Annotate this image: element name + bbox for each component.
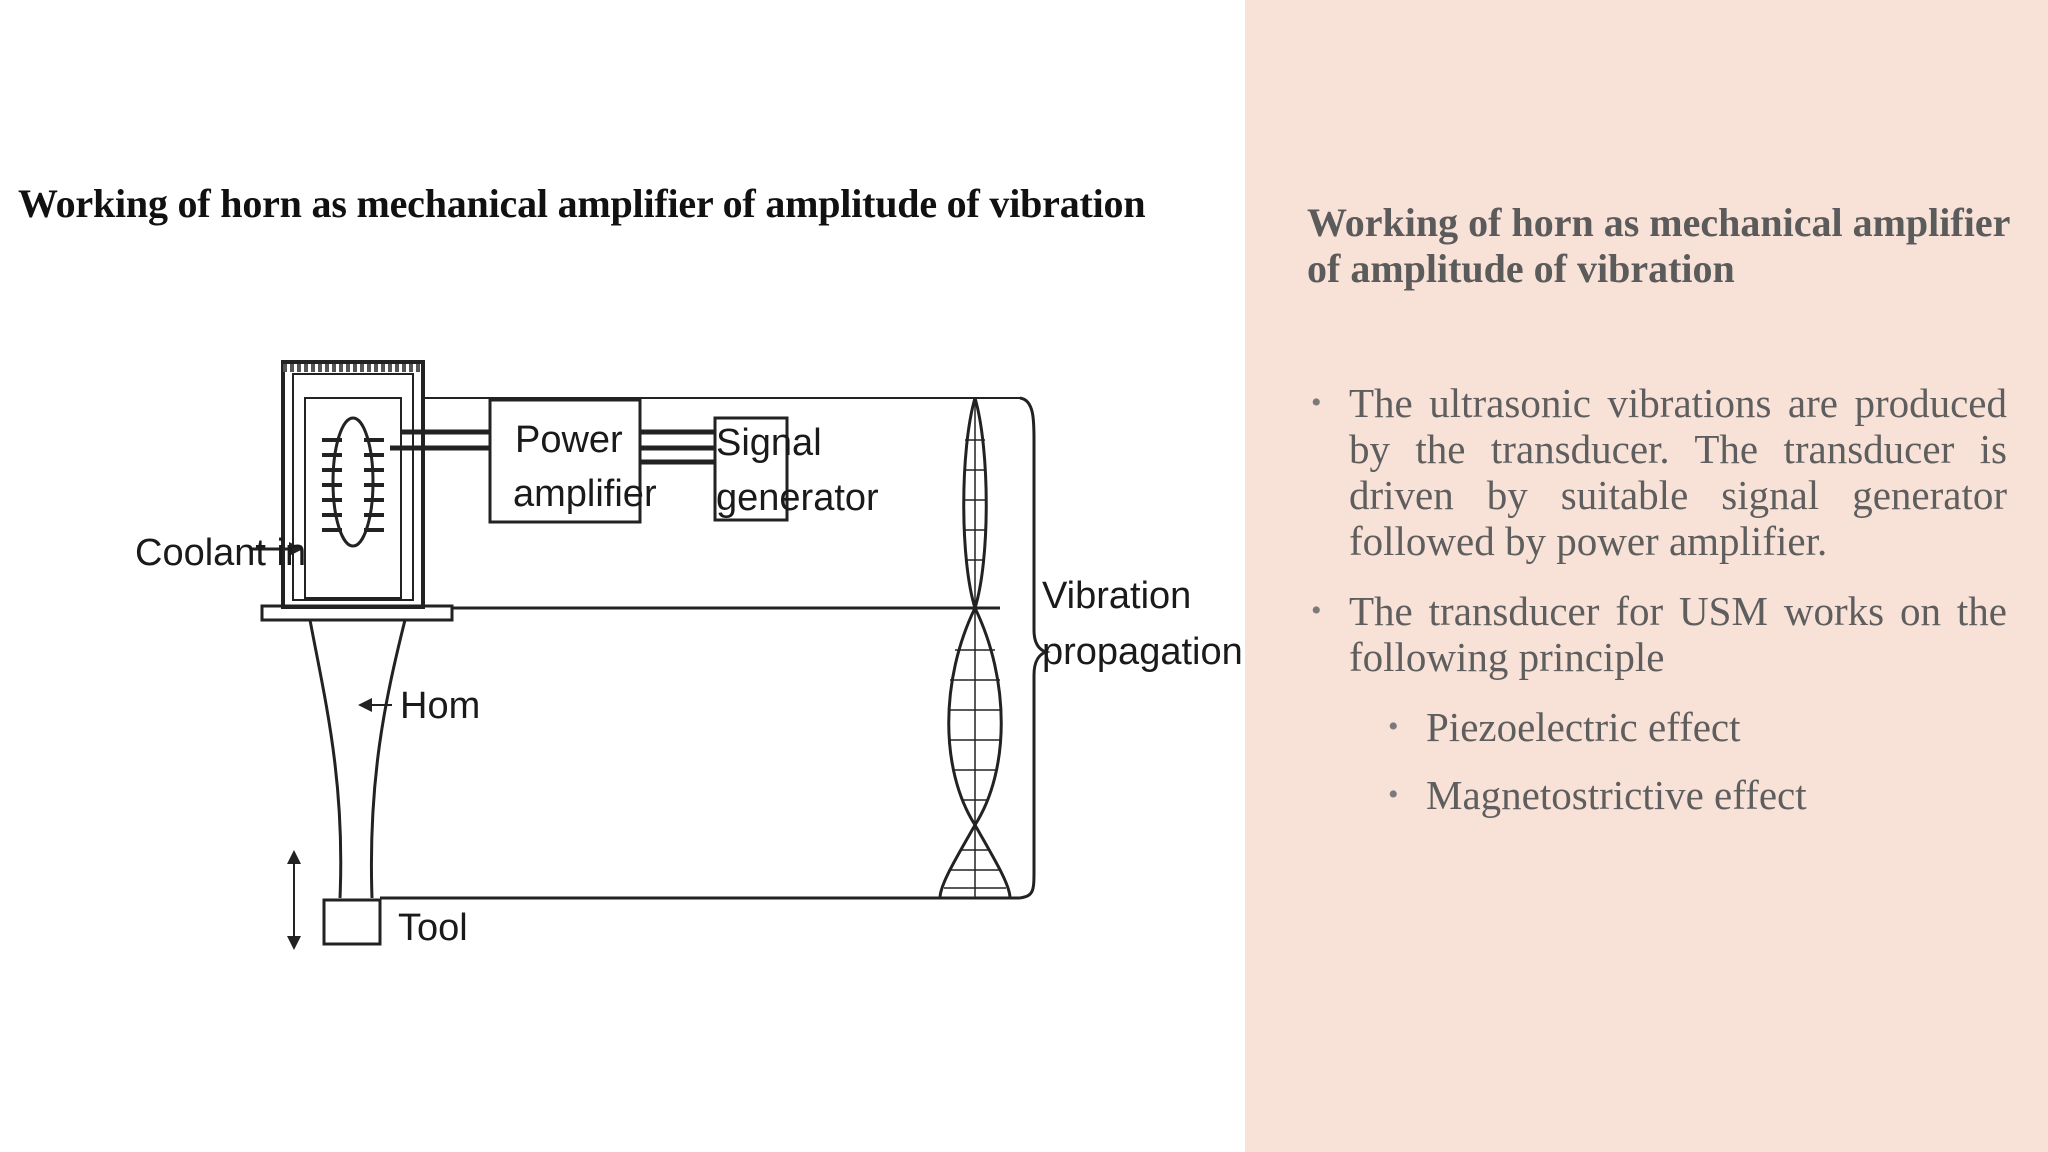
slide-title: Working of horn as mechanical amplifier … (1307, 200, 2010, 291)
signal-generator-box (713, 416, 789, 522)
horn-label: Hom (400, 685, 480, 727)
bullet-text: The ultrasonic vibrations are produced b… (1349, 380, 2007, 564)
horn-diagram: Power amplifier Signal generator Coolant… (135, 360, 1243, 950)
tool-block (322, 898, 382, 946)
bullet-item: • The transducer for USM works on the fo… (1307, 588, 2007, 680)
bullet-list: • The ultrasonic vibrations are produced… (1307, 380, 2007, 840)
horn-shape (308, 619, 407, 899)
bullet-dot-icon: • (1388, 710, 1399, 743)
standing-wave (938, 397, 1012, 899)
connection-wires (390, 429, 715, 465)
text-panel (1245, 0, 2048, 1152)
sub-bullet-text: Piezoelectric effect (1426, 704, 1741, 750)
bullet-dot-icon: • (1311, 594, 1322, 627)
power-amplifier-box (488, 398, 642, 524)
tool-label: Tool (398, 907, 468, 949)
sub-bullet-text: Magnetostrictive effect (1426, 772, 1807, 818)
bullet-text: The transducer for USM works on the foll… (1349, 588, 2007, 680)
vibration-label-1: Vibration (1042, 575, 1191, 617)
transducer-housing (260, 360, 454, 622)
figure-title: Working of horn as mechanical amplifier … (18, 181, 1146, 226)
figure-panel (0, 0, 1245, 1152)
bullet-dot-icon: • (1311, 386, 1322, 419)
vibration-label-2: propagation (1042, 631, 1243, 673)
sub-bullet-item: • Piezoelectric effect (1384, 704, 1986, 750)
signal-generator-label-1: Signal (716, 422, 822, 464)
bullet-item: • The ultrasonic vibrations are produced… (1307, 380, 2007, 564)
sub-bullet-item: • Magnetostrictive effect (1384, 772, 1986, 818)
power-amplifier-label-2: amplifier (513, 473, 657, 515)
signal-generator-label-2: generator (716, 477, 879, 519)
propagation-bracket (1019, 396, 1051, 900)
bullet-dot-icon: • (1388, 778, 1399, 811)
coolant-in-label: Coolant in (135, 532, 306, 574)
power-amplifier-label-1: Power (515, 419, 623, 461)
